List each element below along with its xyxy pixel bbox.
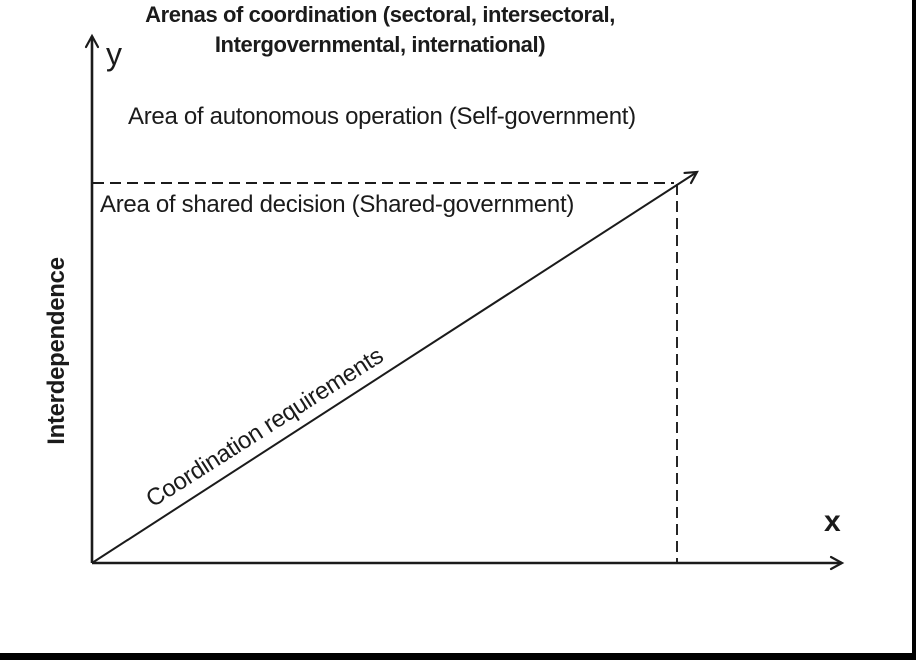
x-axis-symbol: x	[824, 505, 841, 538]
y-axis-title: Interdependence	[43, 257, 70, 445]
lower-region-label: Area of shared decision (Shared-governme…	[100, 191, 575, 218]
x-axis-title-line-1: Arenas of coordination (sectoral, inters…	[145, 2, 615, 27]
upper-region-label: Area of autonomous operation (Self-gover…	[128, 103, 636, 130]
bottom-frame-bar	[0, 653, 916, 660]
right-frame-bar	[912, 0, 916, 660]
x-axis-title-line-2: Intergovernmental, international)	[214, 32, 546, 57]
coordination-requirements-arrow-line	[91, 170, 699, 564]
y-axis-symbol: y	[106, 36, 122, 72]
x-axis-title: Arenas of coordination (sectoral, inters…	[0, 0, 760, 60]
